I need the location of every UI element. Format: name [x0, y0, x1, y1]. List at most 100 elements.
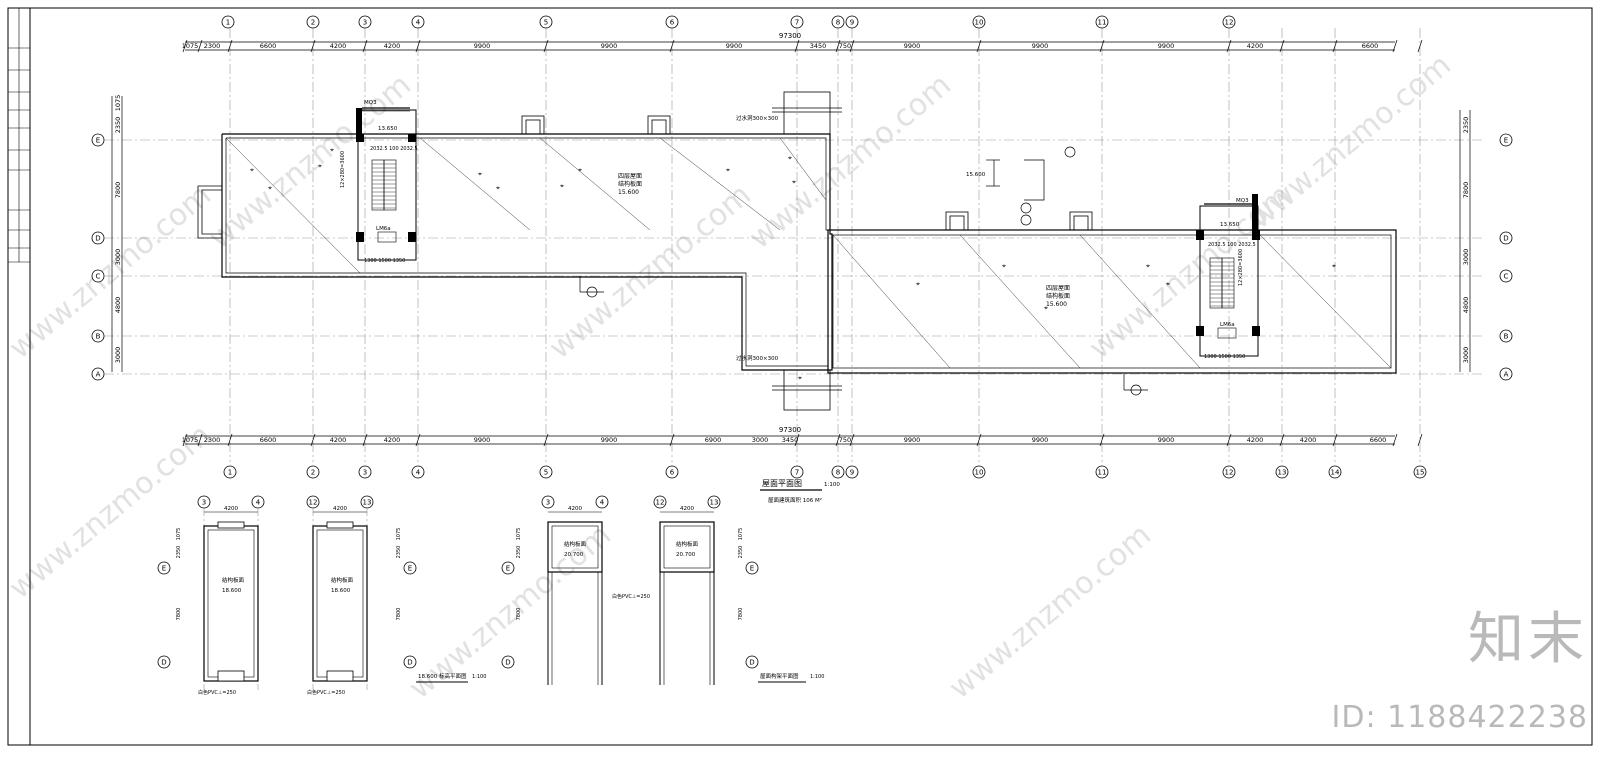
svg-text:2: 2 — [311, 469, 315, 477]
slope-arrow: ⌖ — [916, 280, 920, 288]
detail-dim-left: 1075 — [176, 528, 182, 541]
detail-title-2: 屋面构架平面图 — [760, 672, 799, 680]
roof-label-right: 四层屋面 — [1046, 285, 1070, 292]
svg-text:B: B — [96, 333, 101, 341]
axis-bubble-top: 10 — [972, 15, 986, 29]
svg-text:12: 12 — [656, 499, 665, 507]
axis-bubble-bottom: 9 — [845, 465, 859, 479]
stair-elev-left: 13.650 — [378, 126, 398, 132]
svg-text:D: D — [161, 659, 166, 667]
svg-text:4: 4 — [256, 499, 261, 507]
roof-outline-right — [827, 229, 1397, 374]
dim-right: 3000 — [1462, 347, 1470, 364]
svg-text:结构板面: 结构板面 — [331, 576, 354, 584]
svg-text:白色PVC⊥=250: 白色PVC⊥=250 — [198, 689, 236, 696]
dim-top: 9900 — [726, 42, 743, 50]
slope-arrow: ⌖ — [788, 154, 792, 162]
frame-pipe-note: 白色PVC⊥=250 — [612, 593, 650, 600]
dim-left: 1075 — [114, 95, 122, 112]
slope-arrow: ⌖ — [478, 170, 482, 178]
dim-top: 9900 — [1158, 42, 1175, 50]
axis-bubble-bottom: 8 — [831, 465, 845, 479]
watermark-diagonal: www.znzmo.com — [743, 68, 958, 257]
dim-bottom: 1075 — [182, 436, 199, 444]
dim-bottom: 4200 — [384, 436, 401, 444]
detail-axis-bubble: 12 — [653, 495, 667, 509]
dim-top: 1075 — [182, 42, 199, 50]
axis-bubble-top: 4 — [411, 15, 425, 29]
svg-text:14: 14 — [1331, 469, 1340, 477]
stair-core-left — [356, 107, 417, 261]
axis-bubble-bottom: 7 — [790, 465, 804, 479]
detail-dim-right: 1075 — [396, 528, 402, 541]
svg-text:12: 12 — [1225, 469, 1234, 477]
dim-bottom: 4200 — [1300, 436, 1317, 444]
slope-arrow: ⌖ — [1166, 280, 1170, 288]
svg-text:13: 13 — [1278, 469, 1287, 477]
slope-arrow: ⌖ — [578, 166, 582, 174]
link-bridge-top — [772, 91, 842, 135]
axis-bubble-bottom: 5 — [539, 465, 553, 479]
parapet-elev: 15.600 — [966, 172, 986, 178]
slope-arrow: ⌖ — [268, 184, 272, 192]
svg-text:4200: 4200 — [680, 506, 694, 512]
dim-left: 3000 — [114, 249, 122, 266]
svg-text:4: 4 — [416, 469, 421, 477]
svg-text:C: C — [96, 273, 101, 281]
slope-arrow: ⌖ — [726, 166, 730, 174]
slope-arrow: ⌖ — [1146, 262, 1150, 270]
axis-bubble-right: B — [1499, 329, 1513, 343]
slope-arrow: ⌖ — [792, 178, 796, 186]
detail-axis-bubble: 4 — [595, 495, 609, 509]
svg-text:D: D — [505, 659, 510, 667]
detail-row-bubble: E — [157, 561, 171, 575]
svg-text:9: 9 — [850, 19, 854, 27]
svg-text:8: 8 — [836, 469, 840, 477]
stair-note-right: 12×280=3600 — [1238, 249, 1244, 286]
drawing-scale: 1:100 — [824, 482, 840, 488]
dim-bottom: 6900 — [705, 436, 722, 444]
svg-text:5: 5 — [544, 19, 548, 27]
dim-top: 4200 — [330, 42, 347, 50]
dim-top: 6600 — [260, 42, 277, 50]
axis-bubble-left: B — [91, 329, 105, 343]
dim-left: 4800 — [114, 297, 122, 314]
svg-text:9: 9 — [850, 469, 854, 477]
stair-elev-right: 13.650 — [1220, 222, 1240, 228]
svg-text:2: 2 — [311, 19, 315, 27]
dimension-lines — [111, 41, 1471, 445]
axis-bubble-left: C — [91, 269, 105, 283]
dim-right: 2350 — [1462, 117, 1470, 134]
roof-elev-left: 15.600 — [618, 189, 639, 196]
svg-text:3: 3 — [546, 499, 550, 507]
dim-bottom: 4200 — [330, 436, 347, 444]
svg-text:E: E — [408, 565, 412, 573]
svg-text:3: 3 — [363, 469, 367, 477]
svg-text:8: 8 — [836, 19, 840, 27]
roof-vents — [521, 115, 1093, 231]
sheet-border — [7, 7, 1593, 746]
drain-note-top: 过水洞300×300 — [736, 114, 779, 122]
door-label-left-top: MQ3 — [364, 100, 377, 106]
svg-text:13: 13 — [363, 499, 372, 507]
svg-text:3: 3 — [363, 19, 367, 27]
axis-bubble-bottom: 4 — [411, 465, 425, 479]
detail-dim-left: 7800 — [176, 608, 182, 621]
detail-title-2-scale: 1:100 — [810, 674, 824, 680]
svg-text:15: 15 — [1416, 469, 1425, 477]
frame-dim-left: 2350 — [516, 546, 522, 559]
svg-text:20.700: 20.700 — [564, 552, 584, 558]
roof-slope-lines — [225, 137, 1392, 369]
watermark-diagonal: www.znzmo.com — [3, 178, 218, 367]
dim-top: 9900 — [601, 42, 618, 50]
detail-axis-bubble: 13 — [707, 495, 721, 509]
svg-text:E: E — [162, 565, 166, 573]
svg-text:7: 7 — [795, 469, 799, 477]
svg-text:结构板面: 结构板面 — [222, 576, 245, 584]
axis-bubble-left: A — [91, 367, 105, 381]
axis-bubble-bottom: 14 — [1328, 465, 1342, 479]
